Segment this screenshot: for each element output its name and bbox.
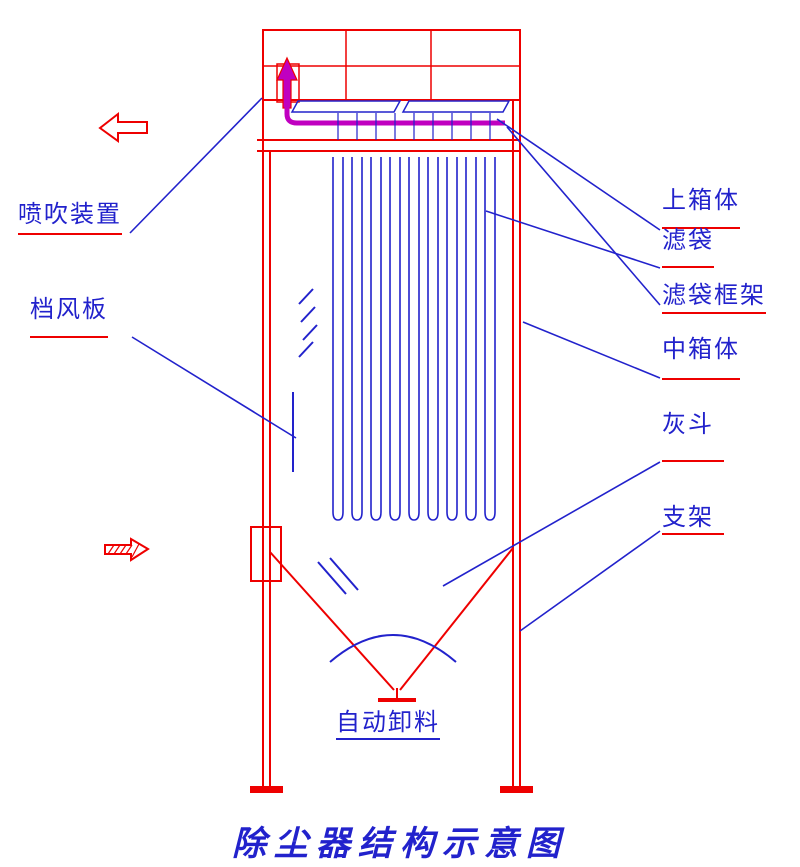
- label-support: 支架: [662, 505, 724, 536]
- inlet-deflector-plate: [317, 561, 347, 595]
- hopper-left-slope: [269, 551, 395, 691]
- filter-bag: [427, 157, 439, 521]
- filter-bag: [332, 157, 344, 521]
- upper-box: [262, 29, 521, 101]
- hopper-right-slope: [399, 547, 514, 691]
- label-auto-discharge: 自动卸料: [336, 710, 440, 741]
- leader-line-blow-device: [129, 97, 263, 234]
- venturi-plate: [290, 100, 402, 113]
- baffle-and-airflow: [292, 288, 318, 472]
- ash-hopper: [269, 547, 514, 702]
- airflow-mark: [298, 341, 314, 358]
- airflow-mark: [298, 288, 314, 305]
- venturi-plate: [401, 100, 511, 113]
- bag-hangers: [337, 113, 491, 140]
- airflow-mark: [302, 324, 318, 341]
- label-middle-box: 中箱体: [662, 337, 740, 381]
- filter-bag: [370, 157, 382, 521]
- hopper-material-arc: [329, 634, 457, 663]
- label-baffle: 档风板: [30, 297, 108, 339]
- leader-line-bag-cage: [506, 126, 661, 306]
- label-upper-box: 上箱体: [662, 188, 740, 230]
- filter-bag: [351, 157, 363, 521]
- tube-sheet: [257, 100, 520, 152]
- leader-line-baffle: [131, 336, 297, 439]
- leader-line-support: [519, 530, 661, 632]
- filter-bag: [446, 157, 458, 521]
- filter-bags: [332, 157, 496, 521]
- filter-bag: [408, 157, 420, 521]
- airflow-mark: [300, 306, 316, 323]
- blow-pipe: [284, 104, 505, 126]
- leader-line-upper-box: [496, 118, 661, 231]
- flow-arrows: [98, 111, 150, 562]
- label-bag-cage: 滤袋框架: [662, 283, 766, 315]
- diagram-title: 除尘器结构示意图: [232, 826, 568, 863]
- leader-line-ash-hopper: [442, 461, 661, 587]
- pulse-blowing-device: [276, 56, 505, 126]
- leader-line-middle-box: [522, 321, 661, 379]
- upper-box-outline: [262, 29, 521, 101]
- walls-and-legs: [250, 100, 533, 793]
- label-blow-device: 喷吹装置: [18, 202, 122, 236]
- leader-lines: [129, 97, 661, 632]
- left-foot: [250, 786, 283, 793]
- inlet-deflector-plate: [329, 557, 359, 591]
- label-filter-bag: 滤袋: [662, 228, 714, 269]
- right-foot: [500, 786, 533, 793]
- inlet-right-arrow-icon: [104, 537, 150, 562]
- filter-bag: [389, 157, 401, 521]
- filter-bag: [484, 157, 496, 521]
- inlet-arrow-hatch: [107, 543, 140, 558]
- leader-line-filter-bag: [485, 210, 661, 269]
- label-ash-hopper: 灰斗: [662, 412, 724, 463]
- inlet-flange: [250, 526, 282, 582]
- outlet-left-arrow-icon: [98, 111, 148, 143]
- filter-bag: [465, 157, 477, 521]
